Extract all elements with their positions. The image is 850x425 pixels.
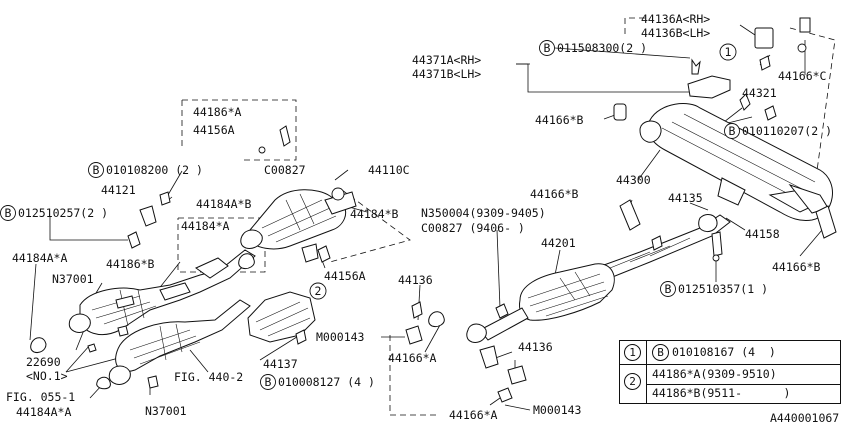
label-44121: 44121 bbox=[101, 183, 136, 197]
label-44135: 44135 bbox=[668, 191, 703, 205]
label-44110c: 44110C bbox=[368, 163, 410, 177]
callout-2-number: 2 bbox=[315, 284, 322, 298]
label-44186a: 44186*A bbox=[193, 105, 242, 119]
label-011508300: 011508300(2 ) bbox=[557, 41, 647, 55]
label-44184a-mid: 44184*A bbox=[181, 219, 230, 233]
label-010110207: 010110207(2 ) bbox=[742, 124, 832, 138]
label-44166a-left: 44166*A bbox=[388, 351, 437, 365]
label-m000143-bottom: M000143 bbox=[533, 403, 582, 417]
bolt-marker-b: B bbox=[544, 41, 551, 55]
label-44166b-mid: 44166*B bbox=[530, 187, 579, 201]
legend-row2-number: 2 bbox=[624, 373, 641, 390]
label-44136b: 44136B<LH> bbox=[641, 26, 710, 40]
label-m000143-left: M000143 bbox=[316, 330, 365, 344]
label-44166c: 44166*C bbox=[778, 69, 827, 83]
label-44184ab: 44184A*B bbox=[196, 197, 251, 211]
label-no1: <NO.1> bbox=[26, 369, 68, 383]
part-labels: 44136A<RH> 44136B<LH> 44166*C 44371A<RH>… bbox=[6, 12, 839, 425]
front-y-pipe bbox=[68, 249, 256, 385]
label-44321: 44321 bbox=[742, 86, 777, 100]
bolt-markers: B B B B B B bbox=[0, 40, 740, 390]
label-c00827-top: C00827 bbox=[264, 163, 306, 177]
callout-1-circle bbox=[719, 43, 737, 61]
legend-row2-line2: 44186*B(9511- ) bbox=[652, 386, 791, 400]
bolt-marker-b: B bbox=[665, 282, 672, 296]
label-44158: 44158 bbox=[745, 227, 780, 241]
rear-muffler bbox=[639, 103, 833, 221]
label-012510257: 012510257(2 ) bbox=[18, 206, 108, 220]
center-muffler bbox=[466, 263, 615, 343]
legend-divider bbox=[620, 364, 840, 365]
bolt-marker-b: B bbox=[265, 375, 272, 389]
label-44156a-top: 44156A bbox=[193, 123, 235, 137]
label-c00827-mid: C00827 (9406- ) bbox=[421, 221, 525, 235]
small-parts bbox=[30, 17, 837, 403]
label-44371b: 44371B<LH> bbox=[412, 67, 481, 81]
legend-divider bbox=[646, 341, 647, 403]
label-44136a: 44136A<RH> bbox=[641, 12, 710, 26]
label-22690: 22690 bbox=[26, 355, 61, 369]
label-44137: 44137 bbox=[263, 357, 298, 371]
drawing-callouts: 1 2 bbox=[309, 43, 737, 300]
label-44201: 44201 bbox=[541, 236, 576, 250]
bolt-marker-b: B bbox=[729, 124, 736, 138]
label-44166b-right: 44166*B bbox=[772, 260, 821, 274]
label-010008127: 010008127 (4 ) bbox=[278, 375, 375, 389]
callout-2-circle bbox=[309, 282, 327, 300]
label-n350004: N350004(9309-9405) bbox=[421, 206, 546, 220]
legend-row1-number: 1 bbox=[624, 344, 641, 361]
bolt-marker-b: B bbox=[5, 206, 12, 220]
heat-shield bbox=[247, 291, 316, 343]
label-44166b-top: 44166*B bbox=[535, 113, 584, 127]
label-44156a-mid: 44156A bbox=[324, 269, 366, 283]
label-n37001-bottom: N37001 bbox=[145, 404, 187, 418]
label-44184b-right: 44184*B bbox=[350, 207, 399, 221]
bolt-marker-b: B bbox=[93, 163, 100, 177]
legend-divider bbox=[646, 384, 840, 385]
label-44166a-bottom: 44166*A bbox=[449, 408, 498, 422]
label-fig-055-1: FIG. 055-1 bbox=[6, 390, 75, 404]
front-catalytic bbox=[240, 187, 357, 250]
label-44136-left: 44136 bbox=[398, 273, 433, 287]
label-012510357: 012510357(1 ) bbox=[678, 282, 768, 296]
label-fig-440-2: FIG. 440-2 bbox=[174, 370, 243, 384]
legend-row2-line1: 44186*A(9309-9510) bbox=[652, 367, 777, 381]
legend-table: 1 B 010108167 (4 ) 2 44186*A(9309-9510) … bbox=[619, 340, 841, 404]
label-n37001-top: N37001 bbox=[52, 272, 94, 286]
legend-row1-text: 010108167 (4 ) bbox=[672, 345, 776, 359]
label-44186b: 44186*B bbox=[106, 257, 155, 271]
diagram-reference-code: A440001067 bbox=[770, 411, 839, 425]
label-010108200: 010108200 (2 ) bbox=[106, 163, 203, 177]
label-44136-right: 44136 bbox=[518, 340, 553, 354]
callout-1-number: 1 bbox=[725, 45, 732, 59]
label-44184aa: 44184A*A bbox=[12, 251, 67, 265]
label-44184aa-bottom: 44184A*A bbox=[16, 405, 71, 419]
legend-row1-bolt-marker: B bbox=[652, 344, 669, 361]
label-44300: 44300 bbox=[616, 173, 651, 187]
label-44371a: 44371A<RH> bbox=[412, 53, 481, 67]
